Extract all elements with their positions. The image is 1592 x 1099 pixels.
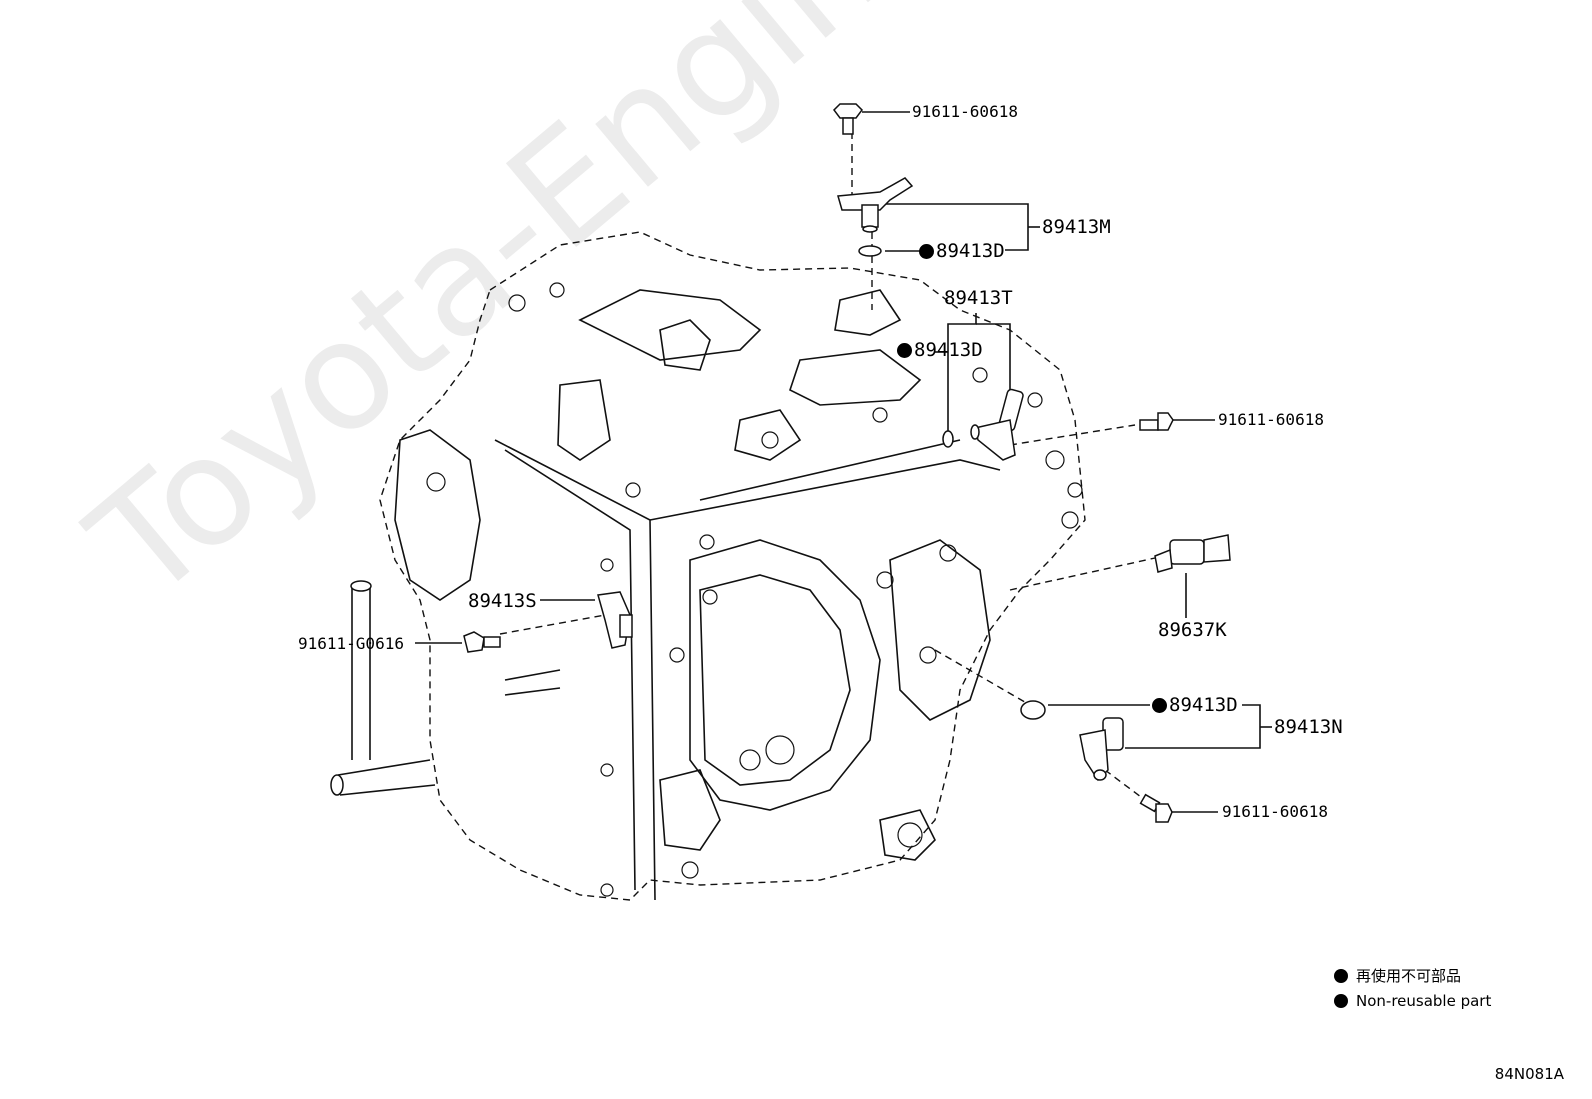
callout-sensor-m: 89413M bbox=[1042, 216, 1111, 238]
callout-bolt-left: 91611-G0616 bbox=[298, 634, 404, 653]
non-reusable-dot bbox=[1334, 969, 1348, 983]
bolt-top bbox=[833, 103, 863, 135]
callout-sensor-t: 89413T bbox=[944, 287, 1013, 309]
legend-english: Non-reusable part bbox=[1334, 991, 1491, 1011]
callout-sensor-s: 89413S bbox=[468, 590, 537, 612]
callout-bolt-top: 91611-60618 bbox=[912, 102, 1018, 121]
callout-oring-mid: 89413D bbox=[897, 338, 983, 362]
legend-japanese-text: 再使用不可部品 bbox=[1356, 967, 1462, 985]
speed-sensor-t bbox=[970, 388, 1024, 461]
non-reusable-dot bbox=[1152, 698, 1167, 713]
o-ring-bottom bbox=[1020, 700, 1046, 720]
callout-oring-bottom: 89413D bbox=[1152, 693, 1238, 717]
bolt-left bbox=[463, 631, 501, 653]
transaxle-housing bbox=[330, 231, 1086, 901]
non-reusable-dot bbox=[919, 244, 934, 259]
callout-bolt-bottom: 91611-60618 bbox=[1222, 802, 1328, 821]
bolt-right bbox=[1139, 412, 1174, 431]
callout-oring-top: 89413D bbox=[919, 239, 1005, 263]
callout-sensor-k: 89637K bbox=[1158, 619, 1227, 641]
o-ring-mid bbox=[942, 430, 954, 448]
legend-japanese: 再使用不可部品 bbox=[1334, 966, 1461, 986]
o-ring-top bbox=[858, 245, 882, 257]
leader-lines bbox=[415, 111, 1272, 813]
oil-temp-sensor-k bbox=[1154, 534, 1231, 573]
legend-english-text: Non-reusable part bbox=[1356, 992, 1492, 1010]
callout-oring-top-label: 89413D bbox=[936, 240, 1005, 262]
parts bbox=[463, 103, 1231, 823]
callout-oring-mid-label: 89413D bbox=[914, 339, 983, 361]
callout-bolt-right: 91611-60618 bbox=[1218, 410, 1324, 429]
non-reusable-dot bbox=[1334, 994, 1348, 1008]
speed-sensor-n bbox=[1079, 717, 1124, 782]
bolt-bottom bbox=[1139, 793, 1173, 823]
callout-sensor-n: 89413N bbox=[1274, 716, 1343, 738]
callout-oring-bottom-label: 89413D bbox=[1169, 694, 1238, 716]
diagram-code: 84N081A bbox=[1494, 1065, 1564, 1083]
speed-sensor-s bbox=[597, 591, 633, 649]
speed-sensor-m bbox=[837, 177, 914, 233]
non-reusable-dot bbox=[897, 343, 912, 358]
